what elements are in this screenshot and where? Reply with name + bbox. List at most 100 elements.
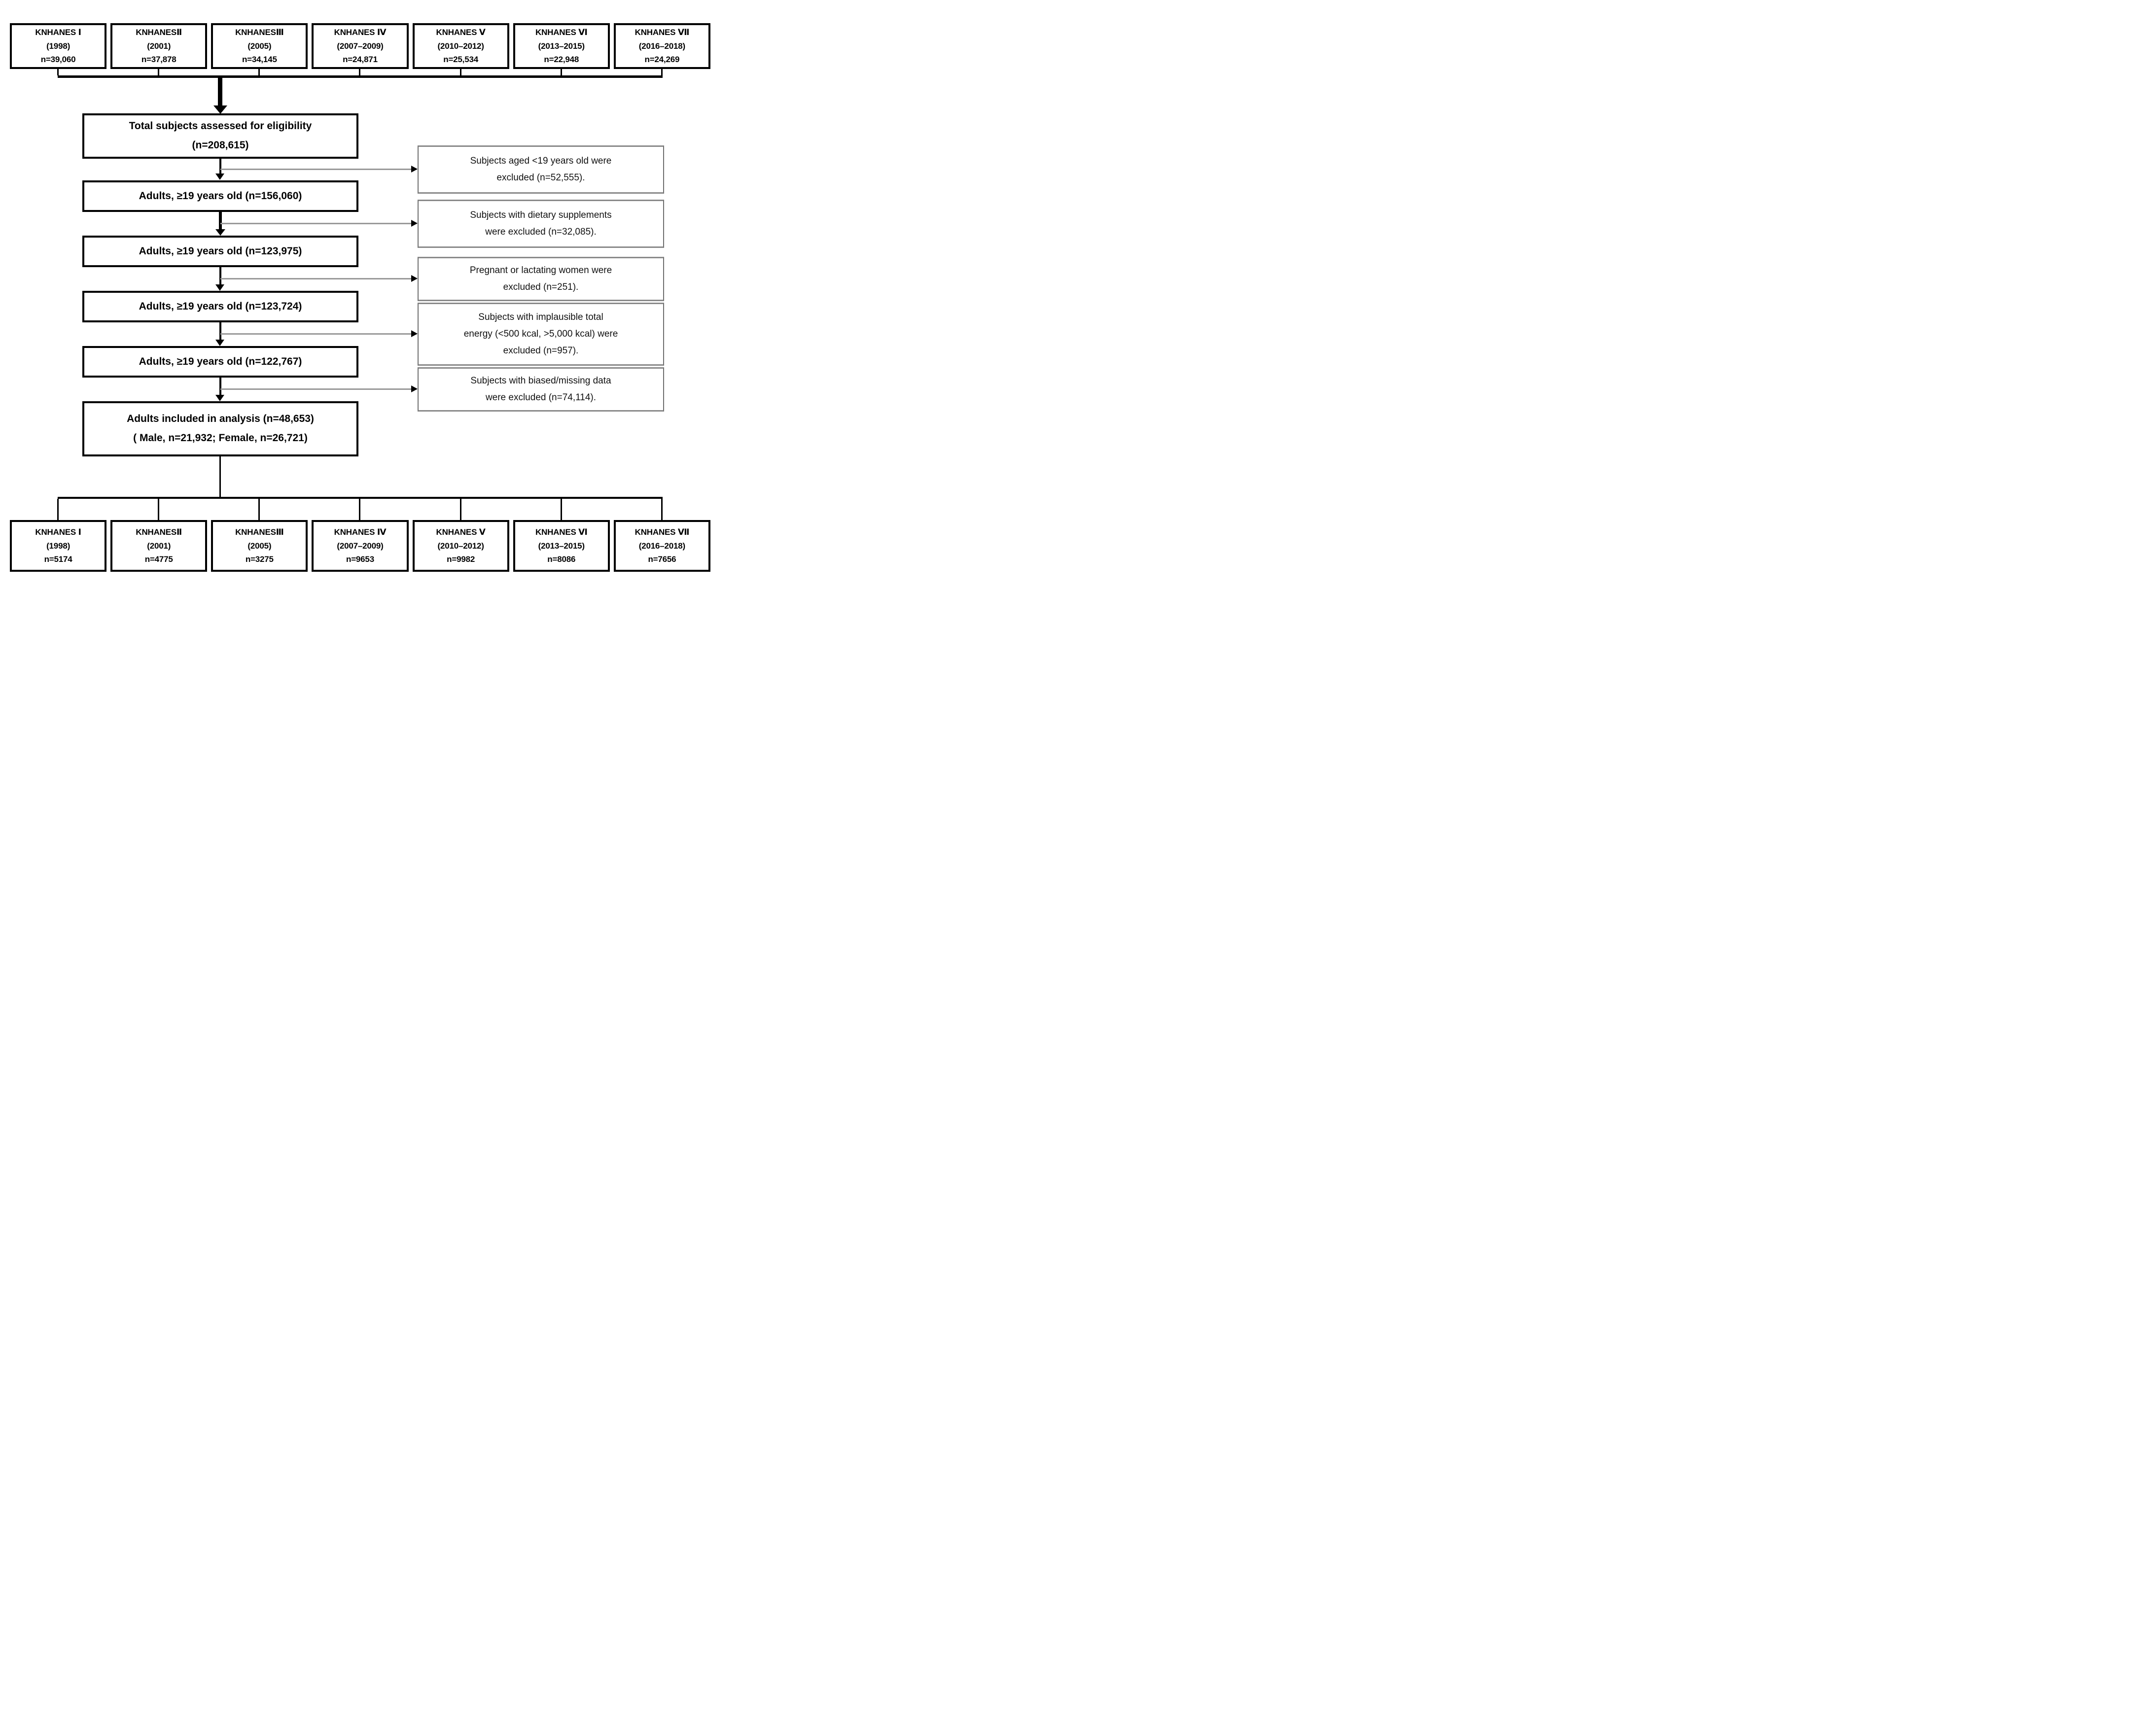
survey-years: (1998) [46, 541, 71, 551]
top-stub-2 [158, 69, 159, 75]
main-arrow-3-line [219, 212, 222, 230]
survey-name: KNHANES Ⅵ [535, 28, 588, 37]
survey-n: n=9653 [346, 555, 374, 564]
main-arrow-5-line [219, 322, 221, 340]
survey-n: n=8086 [547, 555, 576, 564]
survey-n: n=24,269 [644, 55, 680, 65]
bottom-box-knhanes-1: KNHANES Ⅰ (1998) n=5174 [10, 520, 107, 572]
exclusion-box-implausible-energy: Subjects with implausible total energy (… [418, 303, 664, 366]
survey-name: KNHANESⅡ [136, 527, 182, 537]
top-stub-1 [57, 69, 59, 75]
main-arrow-4-line [219, 267, 221, 284]
top-survey-row: KNHANES Ⅰ (1998) n=39,060 KNHANESⅡ (2001… [10, 23, 710, 69]
main-arrow-6-head [215, 395, 224, 401]
survey-n: n=37,878 [141, 55, 176, 65]
survey-name: KNHANES Ⅶ [635, 527, 690, 537]
survey-years: (2010–2012) [437, 541, 484, 551]
survey-years: (2013–2015) [538, 541, 585, 551]
top-stub-3 [258, 69, 260, 75]
survey-n: n=7656 [648, 555, 676, 564]
exclusion-box-biased-missing: Subjects with biased/missing data were e… [418, 367, 664, 412]
survey-name: KNHANES Ⅵ [535, 527, 588, 537]
top-box-knhanes-6: KNHANES Ⅵ (2013–2015) n=22,948 [513, 23, 610, 69]
flow-line: Total subjects assessed for eligibility [129, 120, 312, 132]
survey-n: n=3275 [245, 555, 274, 564]
branch-arrow-5 [220, 385, 418, 392]
survey-name: KNHANES Ⅴ [436, 28, 486, 37]
flow-box-adults-123724: Adults, ≥19 years old (n=123,724) [82, 291, 358, 322]
flow-box-total-eligibility: Total subjects assessed for eligibility … [82, 113, 358, 159]
top-box-knhanes-4: KNHANES Ⅳ (2007–2009) n=24,871 [312, 23, 409, 69]
exclusion-line: were excluded (n=32,085). [485, 227, 597, 237]
branch-arrowhead-1 [411, 166, 418, 173]
bottom-stub-6 [561, 499, 562, 520]
main-arrow-5-head [215, 340, 224, 346]
survey-years: (2016–2018) [638, 41, 686, 51]
bottom-stub-5 [460, 499, 461, 520]
survey-years: (2001) [147, 541, 171, 551]
exclusion-line: Subjects with dietary supplements [470, 209, 612, 220]
exclusion-line: Subjects aged <19 years old were [470, 155, 612, 166]
branch-arrowhead-3 [411, 275, 418, 282]
top-box-knhanes-1: KNHANES Ⅰ (1998) n=39,060 [10, 23, 107, 69]
top-box-knhanes-7: KNHANES Ⅶ (2016–2018) n=24,269 [613, 23, 710, 69]
survey-n: n=5174 [44, 555, 72, 564]
survey-name: KNHANES Ⅴ [436, 527, 486, 537]
survey-n: n=34,145 [242, 55, 277, 65]
bottom-box-knhanes-4: KNHANES Ⅳ (2007–2009) n=9653 [312, 520, 409, 572]
exclusion-box-supplements: Subjects with dietary supplements were e… [418, 200, 664, 248]
knhanes-flow-diagram: KNHANES Ⅰ (1998) n=39,060 KNHANESⅡ (2001… [0, 0, 717, 579]
bottom-stub-1 [57, 499, 59, 520]
included-box-stub [219, 456, 221, 498]
top-stub-6 [561, 69, 562, 75]
flow-line: Adults, ≥19 years old (n=156,060) [139, 190, 302, 202]
bottom-connector-rail [58, 497, 663, 499]
exclusion-line: excluded (n=251). [503, 282, 579, 292]
top-stub-5 [460, 69, 461, 75]
survey-years: (2001) [147, 41, 171, 51]
survey-name: KNHANES Ⅳ [334, 28, 387, 37]
survey-name: KNHANES Ⅰ [35, 527, 81, 537]
branch-arrowhead-4 [411, 330, 418, 337]
branch-arrow-3 [220, 275, 418, 282]
branch-arrow-2 [220, 220, 418, 227]
survey-n: n=4775 [144, 555, 173, 564]
bottom-stub-3 [258, 499, 260, 520]
top-box-knhanes-5: KNHANES Ⅴ (2010–2012) n=25,534 [412, 23, 509, 69]
top-box-knhanes-3: KNHANESⅢ (2005) n=34,145 [211, 23, 308, 69]
exclusion-line: excluded (n=52,555). [496, 173, 585, 183]
bottom-box-knhanes-2: KNHANESⅡ (2001) n=4775 [110, 520, 208, 572]
survey-years: (2007–2009) [337, 41, 384, 51]
survey-years: (2010–2012) [437, 41, 484, 51]
survey-years: (2005) [247, 541, 272, 551]
bottom-stub-7 [661, 499, 663, 520]
top-stub-4 [359, 69, 360, 75]
survey-years: (2007–2009) [337, 541, 384, 551]
survey-name: KNHANESⅢ [235, 527, 284, 537]
main-arrow-1-head [213, 105, 227, 114]
branch-arrow-4 [220, 330, 418, 337]
flow-line: ( Male, n=21,932; Female, n=26,721) [133, 432, 308, 444]
exclusion-line: energy (<500 kcal, >5,000 kcal) were [463, 328, 618, 339]
top-connector-rail [58, 75, 663, 78]
survey-years: (2013–2015) [538, 41, 585, 51]
survey-name: KNHANESⅢ [235, 28, 284, 37]
survey-years: (2016–2018) [638, 541, 686, 551]
main-arrow-2-line [219, 159, 221, 174]
flow-line: Adults, ≥19 years old (n=123,724) [139, 300, 302, 312]
exclusion-line: Subjects with biased/missing data [470, 375, 611, 386]
survey-name: KNHANES Ⅰ [35, 28, 81, 37]
top-stub-7 [661, 69, 663, 75]
bottom-stub-2 [158, 499, 159, 520]
exclusion-line: Pregnant or lactating women were [469, 265, 612, 276]
flow-box-included-analysis: Adults included in analysis (n=48,653) (… [82, 401, 358, 456]
flow-box-adults-122767: Adults, ≥19 years old (n=122,767) [82, 346, 358, 378]
exclusion-line: were excluded (n=74,114). [485, 392, 597, 403]
flow-line: Adults, ≥19 years old (n=122,767) [139, 355, 302, 367]
branch-arrowhead-2 [411, 220, 418, 227]
survey-n: n=22,948 [544, 55, 579, 65]
exclusion-line: excluded (n=957). [503, 346, 579, 356]
survey-n: n=9982 [447, 555, 475, 564]
bottom-box-knhanes-6: KNHANES Ⅵ (2013–2015) n=8086 [513, 520, 610, 572]
top-box-knhanes-2: KNHANESⅡ (2001) n=37,878 [110, 23, 208, 69]
